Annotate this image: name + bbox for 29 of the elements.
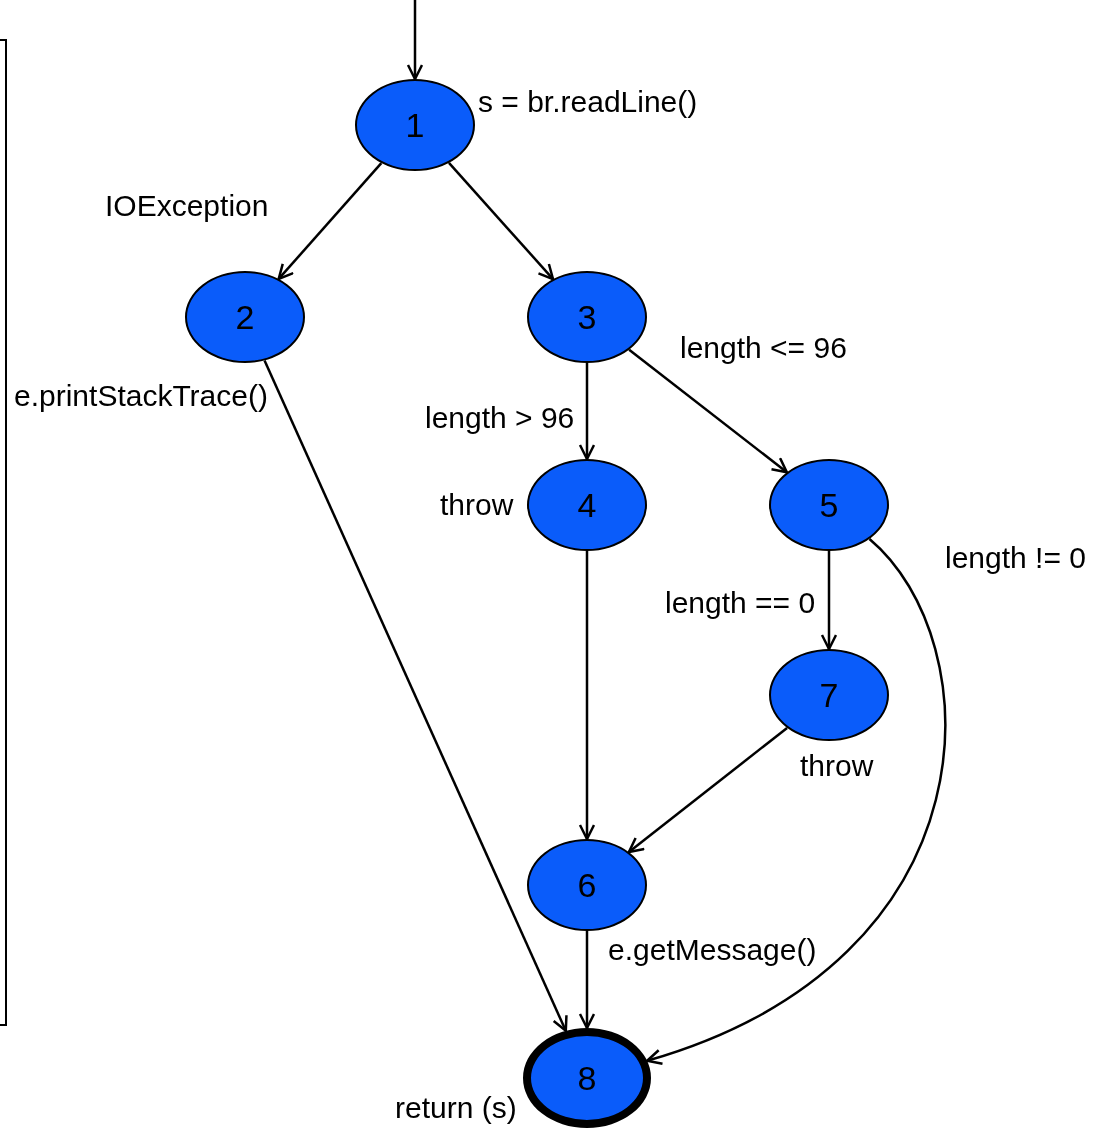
arrow xyxy=(628,348,789,474)
node-number: 7 xyxy=(819,678,839,712)
node-annotation: throw xyxy=(440,487,514,522)
edge-label: length > 96 xyxy=(425,400,575,435)
node-number: 5 xyxy=(819,488,839,522)
edge-label: length <= 96 xyxy=(680,330,847,365)
arrow xyxy=(645,538,946,1064)
arrow xyxy=(448,162,555,281)
edge-label: IOException xyxy=(105,188,269,223)
node-number: 4 xyxy=(577,488,597,522)
edge-label: length == 0 xyxy=(665,585,816,620)
node-annotation: e.getMessage() xyxy=(608,932,817,967)
node-annotation: s = br.readLine() xyxy=(478,84,698,119)
node-annotation: return (s) xyxy=(395,1090,517,1125)
node-number: 1 xyxy=(405,108,425,142)
arrow xyxy=(820,551,838,651)
arrow xyxy=(578,931,596,1030)
arrow xyxy=(578,363,596,461)
arrow xyxy=(277,162,383,281)
edge-label: length != 0 xyxy=(945,540,1086,575)
arrow xyxy=(627,726,788,854)
node-annotation: throw xyxy=(800,748,874,783)
node-annotation: e.printStackTrace() xyxy=(14,378,268,413)
arrow xyxy=(406,0,424,81)
node-number: 3 xyxy=(577,300,597,334)
node-number: 8 xyxy=(577,1061,597,1095)
node-number: 6 xyxy=(577,868,597,902)
node-number: 2 xyxy=(235,300,255,334)
arrow xyxy=(578,551,596,841)
